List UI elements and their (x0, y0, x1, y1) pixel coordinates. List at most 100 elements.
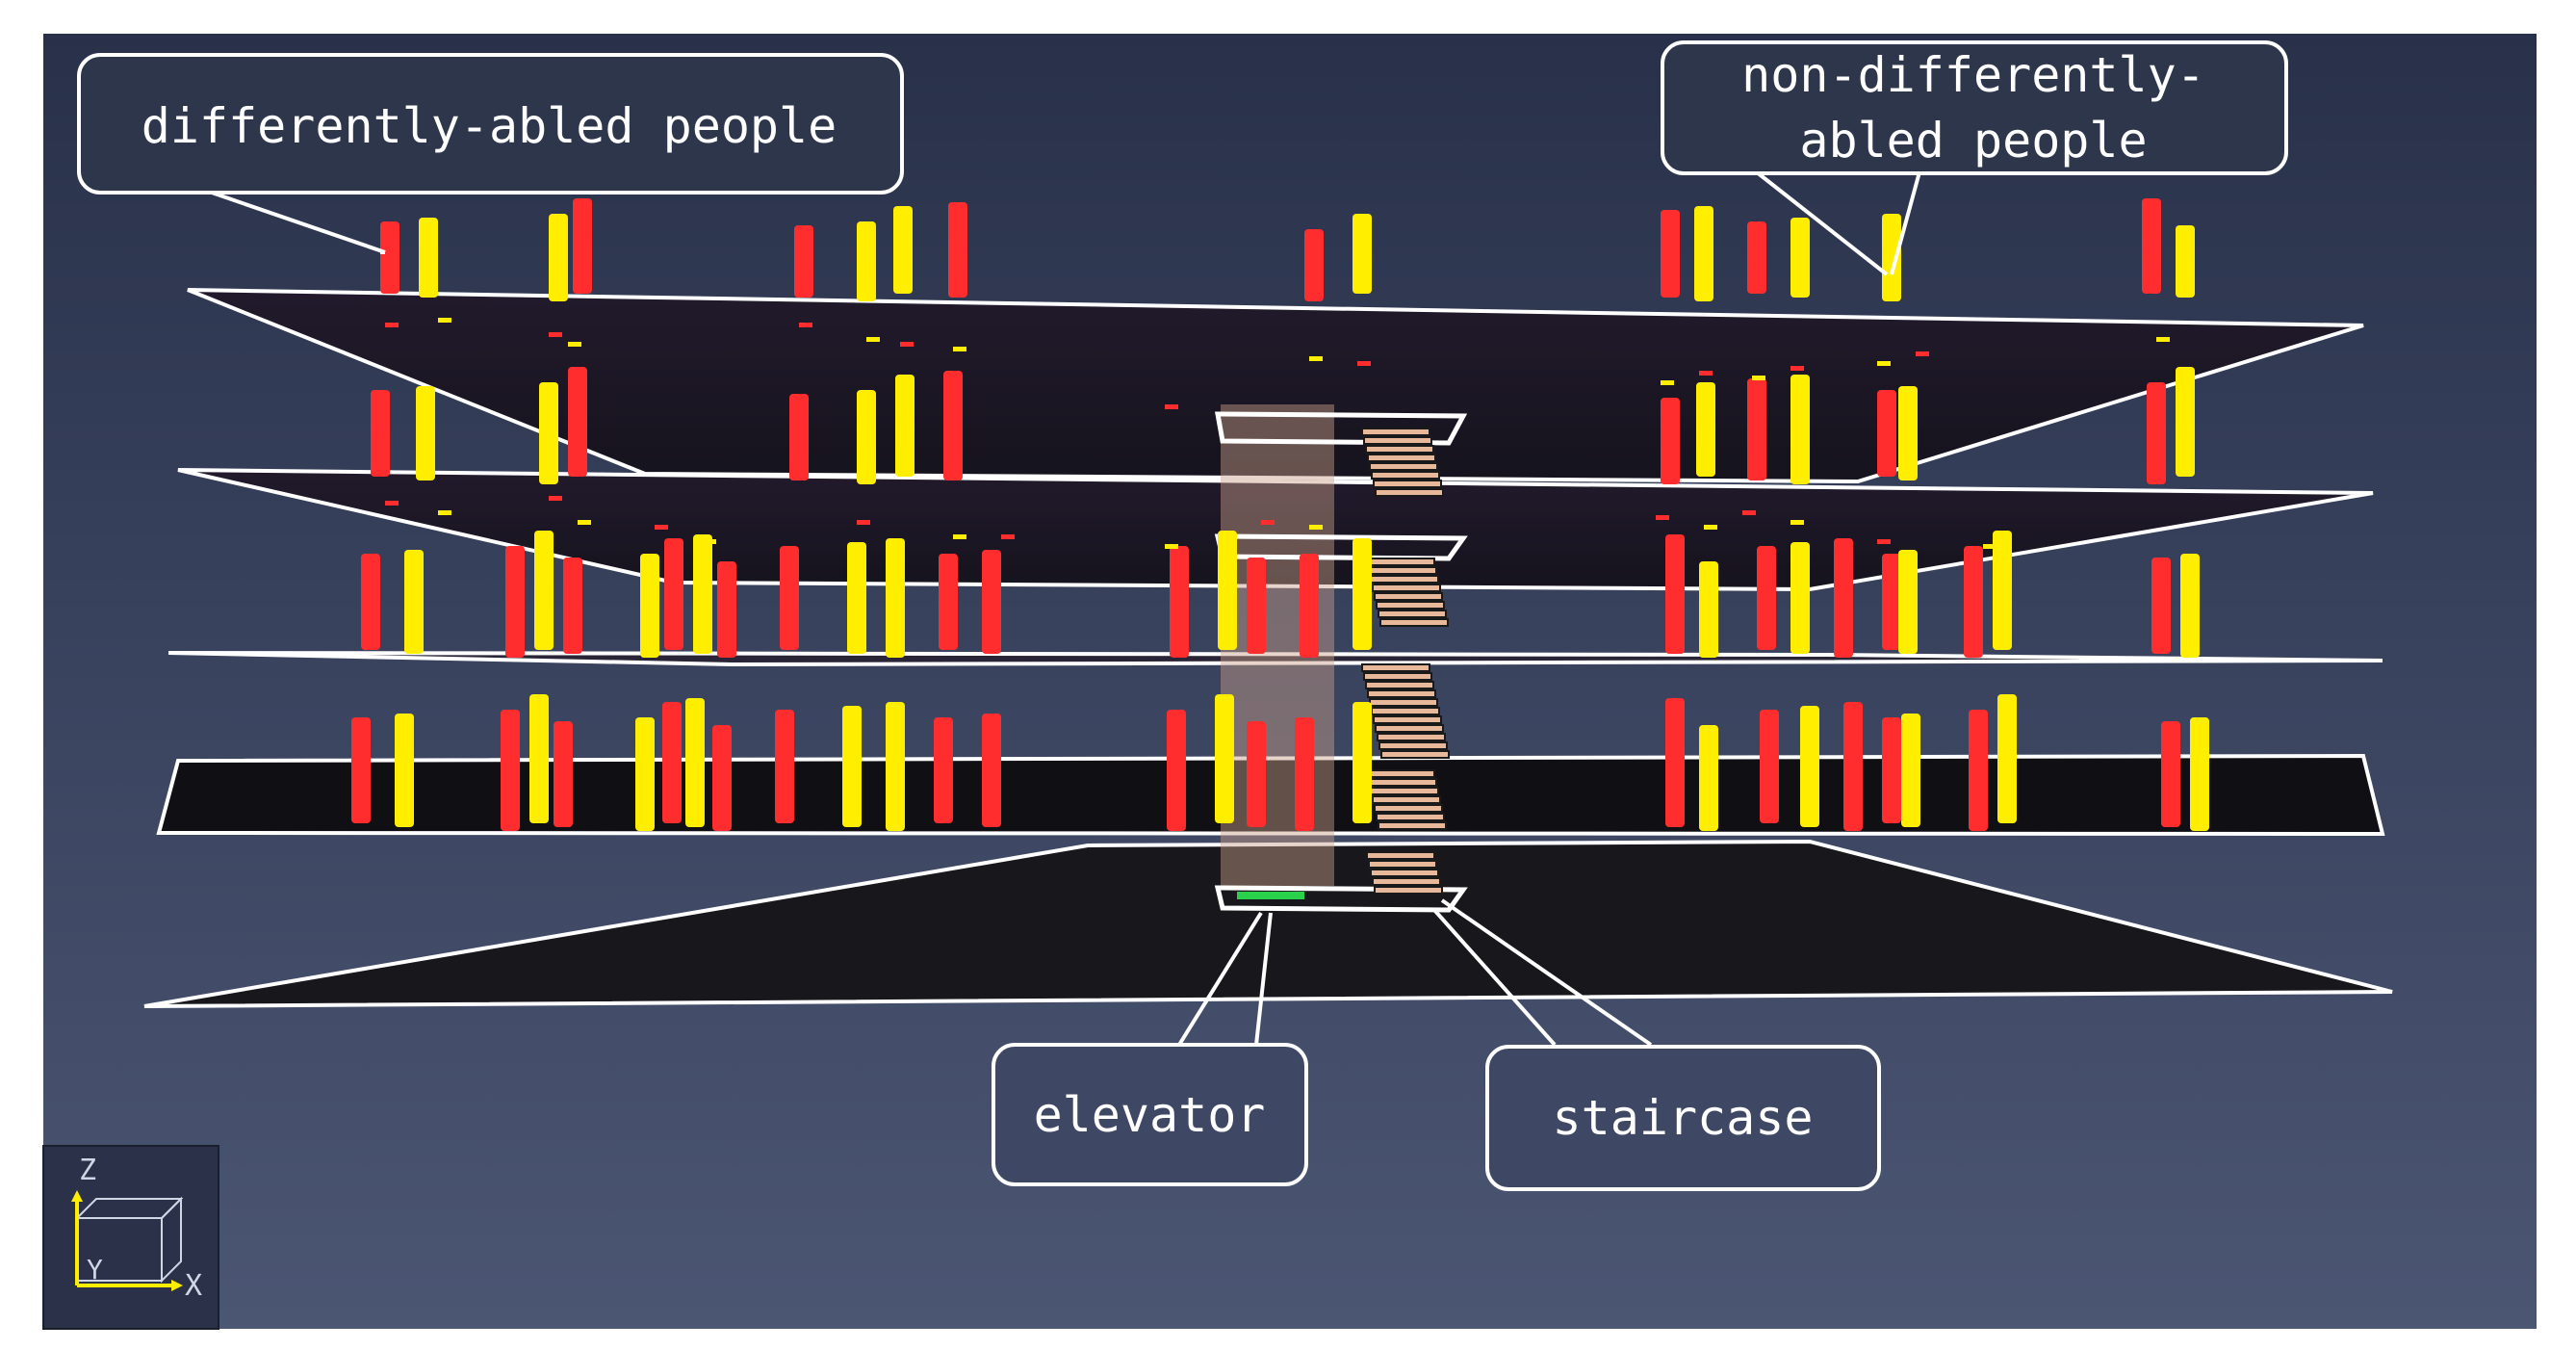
non-differently-abled-person (1752, 376, 1765, 380)
non-differently-abled-person (438, 318, 451, 323)
non-differently-abled-person (438, 510, 451, 515)
differently-abled-person (857, 520, 870, 525)
differently-abled-person (1760, 710, 1779, 823)
axis-x-label: X (185, 1269, 202, 1303)
non-differently-abled-person (1352, 538, 1372, 650)
non-differently-abled-person (1898, 386, 1918, 480)
non-differently-abled-person (2190, 717, 2209, 831)
stair-step (1376, 601, 1445, 610)
callout-non-differently-abled-line2: abled people (1799, 113, 2147, 169)
differently-abled-person (573, 198, 592, 294)
differently-abled-person (1167, 710, 1186, 831)
differently-abled-person (1877, 539, 1891, 544)
differently-abled-person (712, 725, 732, 831)
non-differently-abled-person (2176, 225, 2195, 298)
stair-step (1374, 592, 1443, 601)
non-differently-abled-person (395, 714, 414, 827)
differently-abled-person (371, 390, 390, 477)
differently-abled-person (1699, 371, 1713, 376)
stair-step (1369, 462, 1438, 471)
stair-step (1373, 715, 1442, 724)
differently-abled-person (1247, 558, 1266, 654)
non-differently-abled-person (539, 382, 558, 484)
differently-abled-person (1357, 361, 1371, 366)
differently-abled-person (2151, 558, 2171, 654)
axis-y-label: Y (87, 1254, 103, 1285)
differently-abled-person (1665, 698, 1685, 827)
stair-step (1377, 733, 1446, 741)
non-differently-abled-person (703, 539, 716, 544)
non-differently-abled-person (404, 550, 424, 654)
differently-abled-person (1656, 515, 1669, 520)
stair-step (1368, 566, 1437, 575)
stair-step (1363, 672, 1432, 681)
differently-abled-person (1170, 546, 1189, 658)
differently-abled-person (1882, 717, 1901, 823)
non-differently-abled-person (419, 218, 438, 298)
occupants (351, 198, 2209, 831)
differently-abled-person (934, 717, 953, 823)
axis-triad[interactable]: Z Y X (42, 1145, 219, 1330)
differently-abled-person (939, 554, 958, 650)
differently-abled-person (1790, 366, 1804, 371)
differently-abled-person (982, 714, 1001, 827)
non-differently-abled-person (953, 534, 966, 539)
non-differently-abled-person (842, 706, 862, 827)
non-differently-abled-person (693, 534, 712, 654)
non-differently-abled-person (2156, 337, 2170, 342)
non-differently-abled-person (1790, 375, 1810, 484)
callout-non-differently-abled-line1: non-differently- (1741, 47, 2205, 103)
non-differently-abled-person (1699, 725, 1718, 831)
differently-abled-person (1304, 229, 1324, 301)
differently-abled-person (505, 546, 525, 658)
differently-abled-person (794, 225, 813, 298)
non-differently-abled-person (886, 538, 905, 658)
differently-abled-person (1295, 717, 1314, 831)
differently-abled-person (1834, 538, 1853, 658)
non-differently-abled-person (568, 342, 581, 347)
non-differently-abled-person (1877, 361, 1891, 366)
non-differently-abled-person (1699, 561, 1718, 658)
stair-step (1361, 428, 1430, 436)
stair-step (1370, 787, 1439, 795)
stair-step (1374, 886, 1443, 895)
stair-step (1371, 707, 1440, 715)
differently-abled-person (664, 538, 683, 650)
non-differently-abled-person (1352, 702, 1372, 823)
stair-step (1363, 436, 1432, 445)
non-differently-abled-person (895, 375, 914, 477)
non-differently-abled-person (1983, 544, 1996, 549)
differently-abled-person (1742, 510, 1756, 515)
non-differently-abled-person (1704, 525, 1717, 530)
stair-step (1376, 813, 1445, 821)
non-differently-abled-person (1882, 214, 1901, 301)
non-differently-abled-person (857, 221, 876, 301)
stair-step (1368, 860, 1437, 869)
differently-abled-person (1843, 702, 1863, 831)
stair-step (1378, 821, 1447, 830)
stair-step (1367, 454, 1436, 462)
stair-step (1370, 869, 1439, 877)
differently-abled-person (1882, 554, 1901, 650)
callout-elevator: elevator (992, 1043, 1308, 1186)
differently-abled-person (943, 371, 963, 480)
non-differently-abled-person (534, 531, 554, 650)
non-differently-abled-person (1993, 531, 2012, 650)
differently-abled-person (717, 561, 736, 658)
differently-abled-person (2147, 382, 2166, 484)
stair-step (1370, 575, 1439, 584)
stair-step (1369, 698, 1438, 707)
callout-leaders (211, 167, 1922, 1047)
stair-step (1367, 689, 1436, 698)
stair-step (1371, 471, 1440, 480)
non-differently-abled-person (1800, 706, 1819, 827)
non-differently-abled-person (529, 694, 549, 823)
differently-abled-person (1261, 520, 1275, 525)
differently-abled-person (1969, 710, 1988, 831)
differently-abled-person (775, 710, 794, 823)
elevator-car (1237, 892, 1304, 899)
staircase (1361, 428, 1450, 895)
non-differently-abled-person (1165, 544, 1178, 549)
stair-step (1378, 741, 1448, 750)
